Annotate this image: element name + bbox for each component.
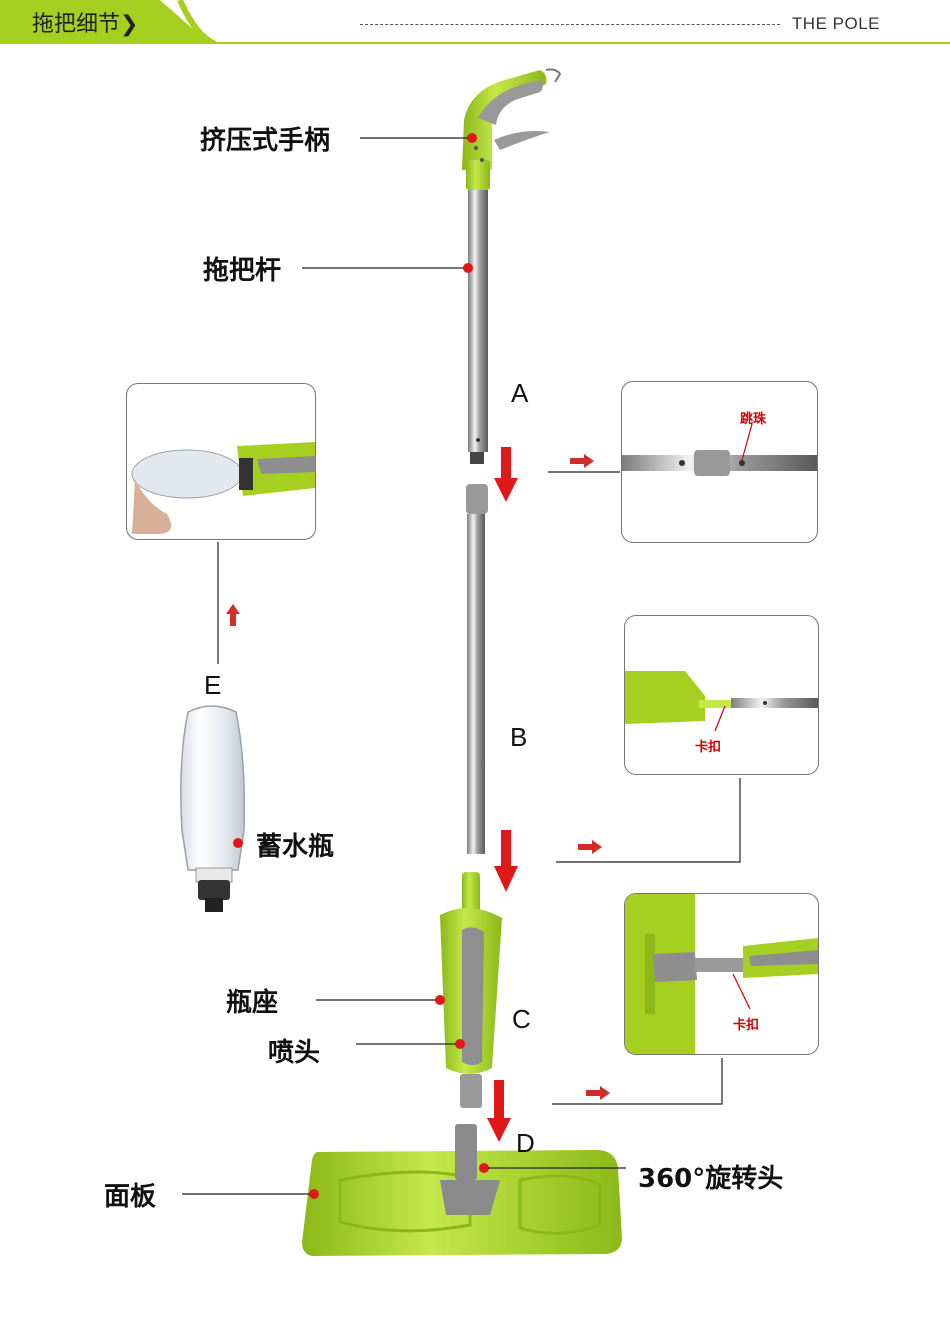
water-bottle xyxy=(180,705,246,912)
label-nozzle: 喷头 xyxy=(268,1038,321,1068)
marker-b: B xyxy=(510,722,528,752)
marker-d: D xyxy=(516,1128,535,1158)
header-band-shape xyxy=(0,0,950,47)
inset-bottle-insert xyxy=(126,383,316,540)
floor-panel xyxy=(302,1124,622,1256)
chevron-right-icon: ❯ xyxy=(120,12,139,37)
bead-label: 跳珠 xyxy=(740,412,767,427)
header-divider xyxy=(360,24,780,25)
inset-bottle-insert-art xyxy=(131,442,315,534)
marker-e: E xyxy=(204,670,222,700)
small-arrows xyxy=(226,454,610,1100)
down-arrows xyxy=(487,447,518,1142)
inset-clip-upper-art xyxy=(625,671,818,732)
label-swivel: 360°旋转头 xyxy=(638,1164,784,1194)
leader-lines xyxy=(182,137,741,1195)
marker-c: C xyxy=(512,1004,531,1034)
pole-upper xyxy=(468,190,488,452)
page-title: 拖把细节❯ xyxy=(32,6,138,38)
inset-clip-lower-art xyxy=(625,894,818,1054)
page-title-text: 拖把细节 xyxy=(32,12,121,37)
inset-bead-joint: 跳珠 xyxy=(621,381,818,543)
label-panel: 面板 xyxy=(104,1182,157,1212)
marker-dots xyxy=(233,133,489,1199)
squeeze-handle xyxy=(462,68,562,190)
inset-clip-upper: 卡扣 xyxy=(624,615,819,775)
inset-bead-art xyxy=(622,423,817,476)
pole-middle xyxy=(466,484,488,854)
bottle-seat xyxy=(440,872,502,1108)
inset-clip-lower: 卡扣 xyxy=(624,893,819,1055)
page-subtitle: THE POLE xyxy=(791,14,880,33)
label-handle: 挤压式手柄 xyxy=(200,126,331,156)
label-bottle-seat: 瓶座 xyxy=(226,988,279,1018)
label-pole: 拖把杆 xyxy=(203,256,282,286)
clip-label-lower: 卡扣 xyxy=(733,1018,760,1033)
header-band xyxy=(0,0,950,47)
label-bottle: 蓄水瓶 xyxy=(256,832,335,862)
marker-a: A xyxy=(511,378,529,408)
clip-label-upper: 卡扣 xyxy=(695,740,722,755)
